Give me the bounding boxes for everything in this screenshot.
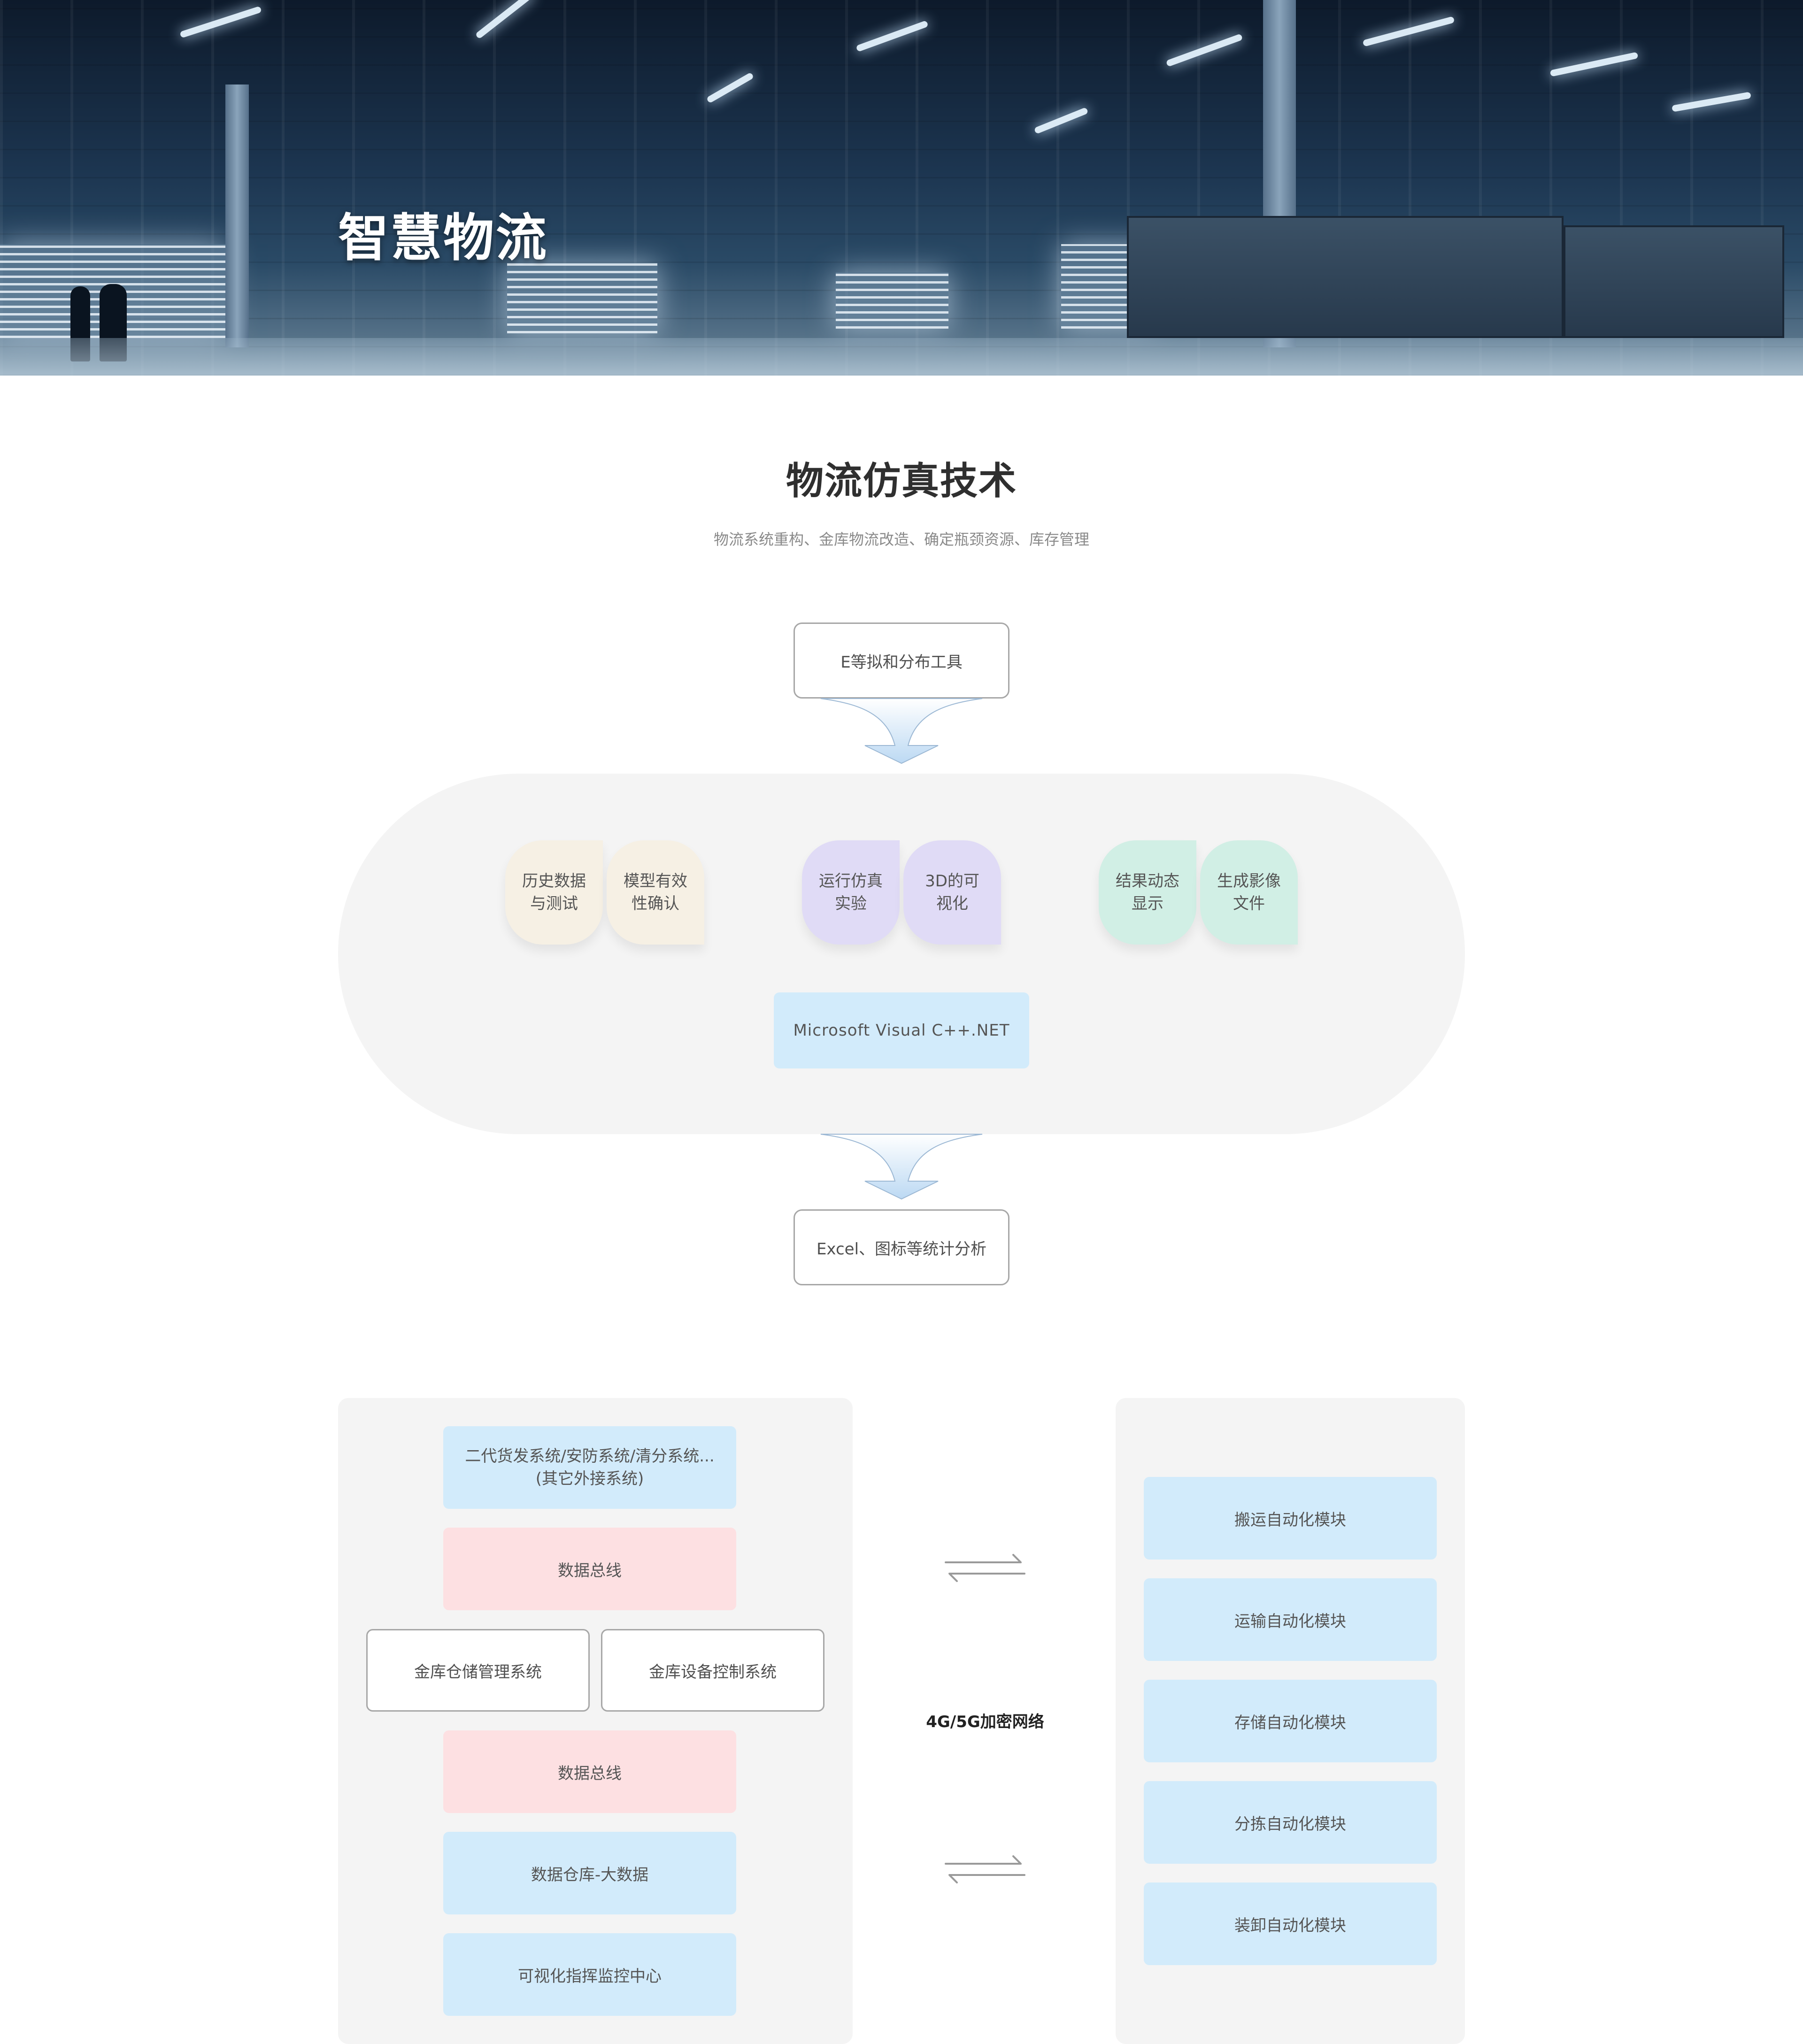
equipment-control-system: 金库设备控制系统 <box>601 1629 824 1712</box>
module-loading: 装卸自动化模块 <box>1144 1883 1437 1965</box>
step-card-run-simulation: 运行仿真实验 <box>802 840 900 945</box>
data-bus-top: 数据总线 <box>443 1528 736 1610</box>
step-card-model-validation: 模型有效性确认 <box>607 840 704 945</box>
hero-banner: 智慧物流 <box>0 0 1803 376</box>
loading-dock-door <box>836 272 948 329</box>
data-bus-bottom: 数据总线 <box>443 1730 736 1813</box>
step-card-dynamic-results: 结果动态显示 <box>1099 840 1196 945</box>
network-label: 4G/5G加密网络 <box>926 1713 1044 1731</box>
section-subtitle: 物流系统重构、金库物流改造、确定瓶颈资源、库存管理 <box>713 530 1089 548</box>
module-transport: 运输自动化模块 <box>1144 1578 1437 1661</box>
exchange-arrows-icon <box>945 1855 1025 1883</box>
flow-arrow-down-icon <box>820 698 983 764</box>
warehouse-management-system: 金库仓储管理系统 <box>366 1629 590 1712</box>
command-center-box: 可视化指挥监控中心 <box>443 1933 736 2016</box>
step-card-3d-visualization: 3D的可视化 <box>903 840 1001 945</box>
module-storage: 存储自动化模块 <box>1144 1680 1437 1762</box>
flow-arrow-down-icon <box>820 1134 983 1200</box>
step-card-history-data: 历史数据与测试 <box>505 840 603 945</box>
data-warehouse-box: 数据仓库-大数据 <box>443 1832 736 1914</box>
step-card-generate-video: 生成影像文件 <box>1200 840 1298 945</box>
exchange-arrows-icon <box>945 1554 1025 1582</box>
steel-pillar <box>225 85 249 347</box>
truck-trailer <box>1127 216 1564 338</box>
platform-box: Microsoft Visual C++.NET <box>774 992 1029 1068</box>
module-sorting: 分拣自动化模块 <box>1144 1781 1437 1864</box>
output-analysis-box: Excel、图标等统计分析 <box>794 1209 1009 1285</box>
section-title: 物流仿真技术 <box>786 459 1017 503</box>
warehouse-floor <box>0 338 1803 376</box>
hero-title: 智慧物流 <box>338 209 549 268</box>
external-systems-box: 二代货发系统/安防系统/清分系统... (其它外接系统) <box>443 1426 736 1509</box>
input-tool-box: E等拟和分布工具 <box>794 622 1009 699</box>
truck-trailer <box>1564 225 1784 338</box>
module-handling: 搬运自动化模块 <box>1144 1477 1437 1560</box>
simulation-engine-container <box>338 774 1465 1134</box>
loading-dock-door <box>507 263 657 333</box>
